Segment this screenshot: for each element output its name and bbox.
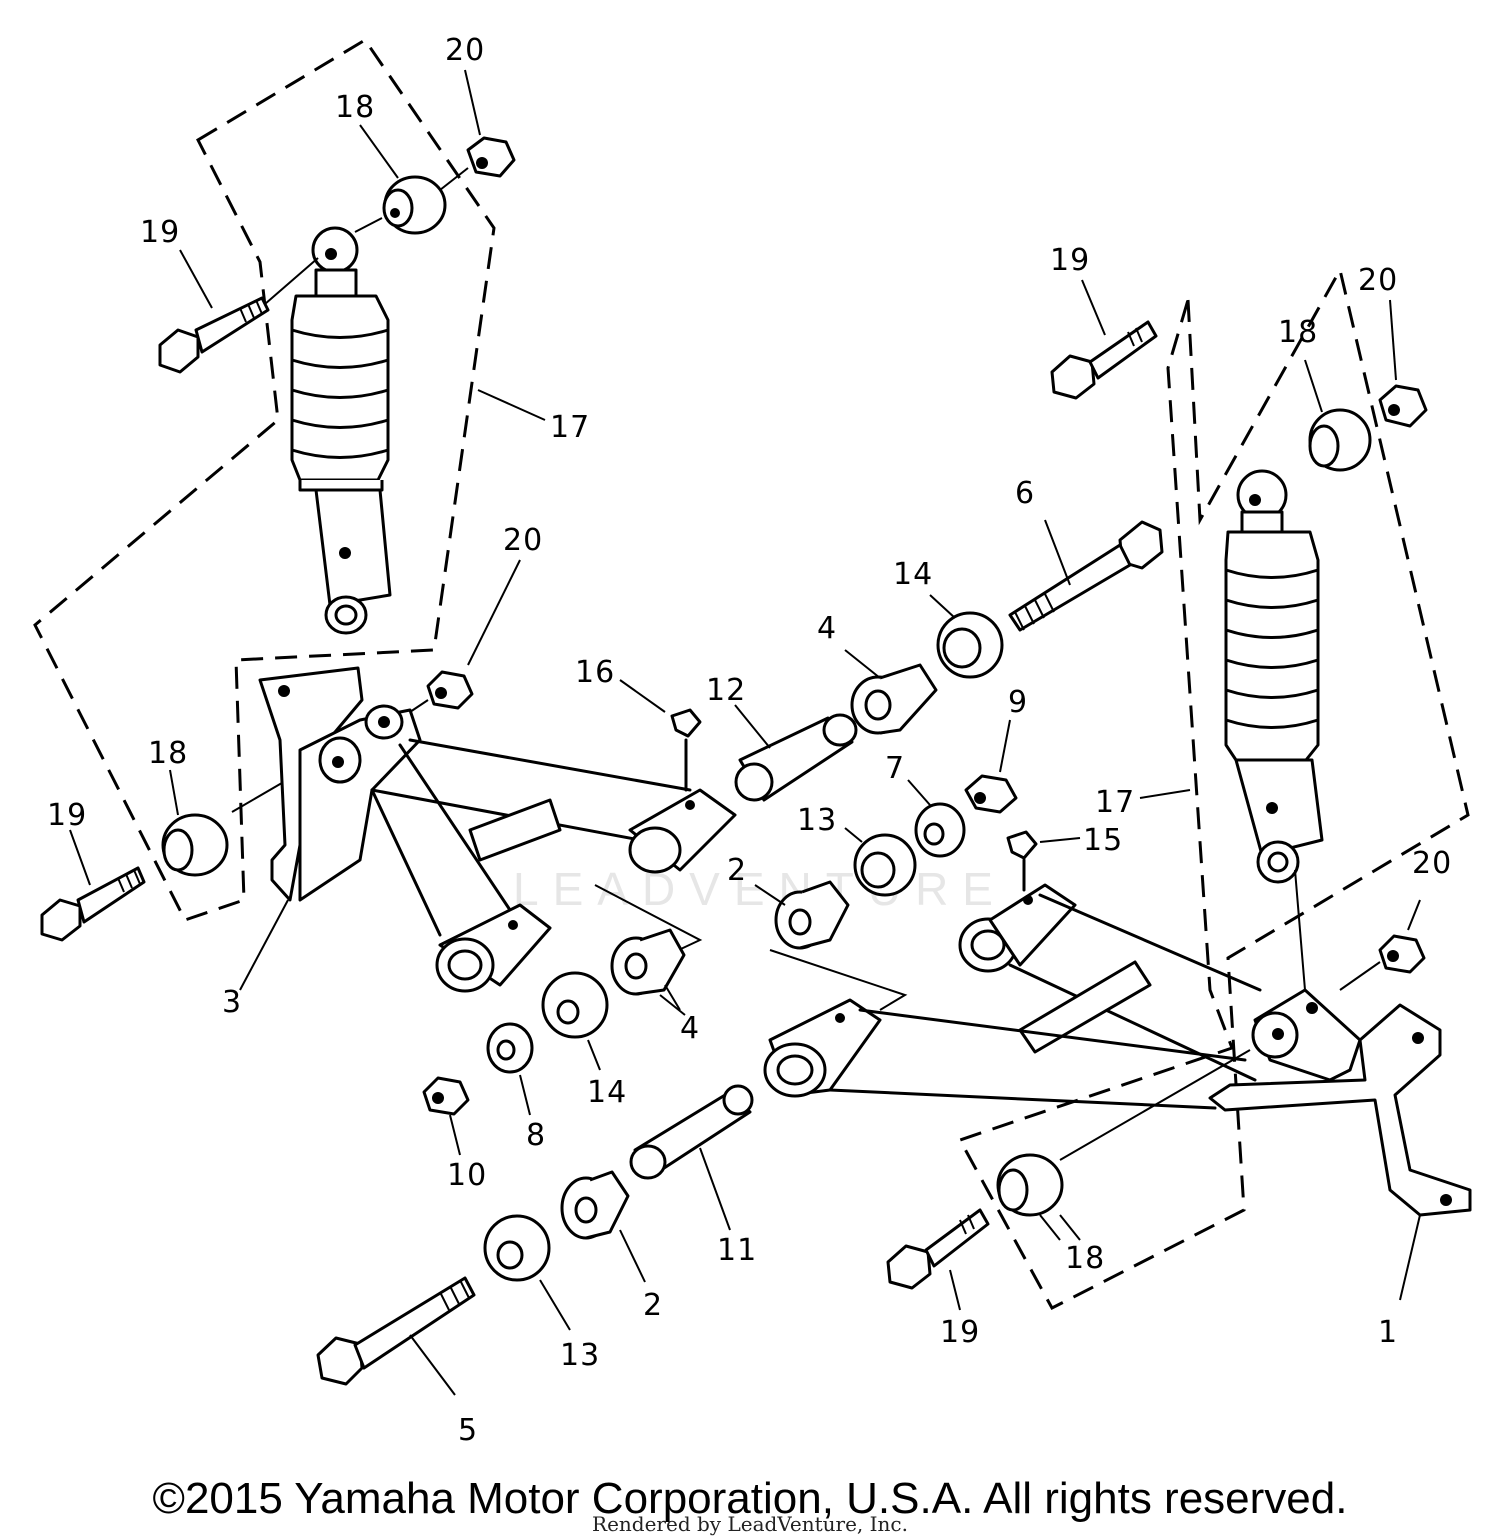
callout-19: 19 — [1050, 243, 1090, 278]
callout-18: 18 — [1065, 1241, 1105, 1276]
left-a-arm — [258, 666, 737, 993]
callout-3: 3 — [222, 985, 242, 1020]
bushing-4-upper — [844, 649, 938, 735]
callout-4: 4 — [680, 1011, 700, 1046]
callout-14: 14 — [893, 557, 933, 592]
callout-17: 17 — [550, 410, 590, 445]
pivot-collar-12 — [734, 704, 858, 802]
callout-6: 6 — [1015, 476, 1035, 511]
callout-9: 9 — [1008, 685, 1028, 720]
callout-18: 18 — [1278, 315, 1318, 350]
pivot-collar-11 — [629, 1084, 754, 1231]
left-upper-nut-20 — [439, 136, 516, 191]
left-lower-bolt-19 — [40, 866, 146, 942]
nut-9 — [964, 719, 1018, 814]
callout-13: 13 — [560, 1338, 600, 1373]
right-upper-bushing-18 — [1304, 359, 1372, 472]
callout-18: 18 — [335, 90, 375, 125]
copyright-notice: ©2015 Yamaha Motor Corporation, U.S.A. A… — [152, 1474, 1348, 1523]
right-a-arm — [763, 869, 1472, 1301]
right-lower-bolt-19 — [886, 1208, 990, 1311]
callout-labels: 20 18 19 17 20 18 19 3 16 12 4 14 6 9 7 … — [47, 33, 1452, 1448]
left-lower-bushing-18 — [161, 754, 331, 877]
right-lower-bushing-18 — [996, 1049, 1251, 1241]
bolt-5 — [316, 1276, 476, 1396]
callout-2: 2 — [727, 853, 747, 888]
callout-19: 19 — [940, 1315, 980, 1350]
callout-19: 19 — [47, 798, 87, 833]
bolt-6 — [1008, 519, 1164, 632]
right-lower-nut-20 — [1339, 899, 1426, 991]
washer-13-lower — [483, 1214, 571, 1331]
washer-13-upper — [844, 827, 917, 897]
leader-lines — [69, 69, 1191, 1241]
callout-15: 15 — [1083, 823, 1123, 858]
right-shock-absorber — [957, 265, 1470, 1310]
callout-20: 20 — [1358, 263, 1398, 298]
grease-nipple-15 — [1006, 830, 1081, 892]
callout-5: 5 — [458, 1413, 478, 1448]
left-shock-absorber — [33, 37, 496, 922]
rendered-by-notice: Rendered by LeadVenture, Inc. — [592, 1512, 908, 1536]
callout-10: 10 — [447, 1158, 487, 1193]
right-upper-nut-20 — [1378, 299, 1428, 428]
left-upper-bolt-19 — [158, 257, 319, 374]
callout-8: 8 — [526, 1118, 546, 1153]
grease-nipple-16 — [619, 679, 702, 792]
washer-7 — [907, 779, 966, 858]
callout-14: 14 — [587, 1075, 627, 1110]
callout-20: 20 — [445, 33, 485, 68]
left-lower-nut-20 — [409, 670, 474, 713]
callout-7: 7 — [885, 751, 905, 786]
bushing-2-lower — [560, 1170, 646, 1283]
nut-10 — [422, 1076, 470, 1156]
callout-12: 12 — [706, 673, 746, 708]
washer-14-upper — [929, 594, 1004, 679]
callout-19: 19 — [140, 215, 180, 250]
washer-8 — [486, 1022, 534, 1116]
callout-20: 20 — [1412, 846, 1452, 881]
callout-4: 4 — [817, 611, 837, 646]
right-upper-bolt-19 — [1050, 279, 1158, 400]
callout-17: 17 — [1095, 785, 1135, 820]
callout-1: 1 — [1378, 1315, 1398, 1350]
callout-11: 11 — [717, 1233, 757, 1268]
bushing-2-upper — [754, 880, 850, 950]
callout-2: 2 — [643, 1288, 663, 1323]
left-upper-bushing-18 — [354, 175, 447, 235]
callout-20: 20 — [503, 523, 543, 558]
bushing-4-lower — [610, 928, 686, 1016]
callout-13: 13 — [797, 803, 837, 838]
callout-16: 16 — [575, 655, 615, 690]
callout-18: 18 — [148, 736, 188, 771]
washer-14-lower — [541, 971, 609, 1071]
